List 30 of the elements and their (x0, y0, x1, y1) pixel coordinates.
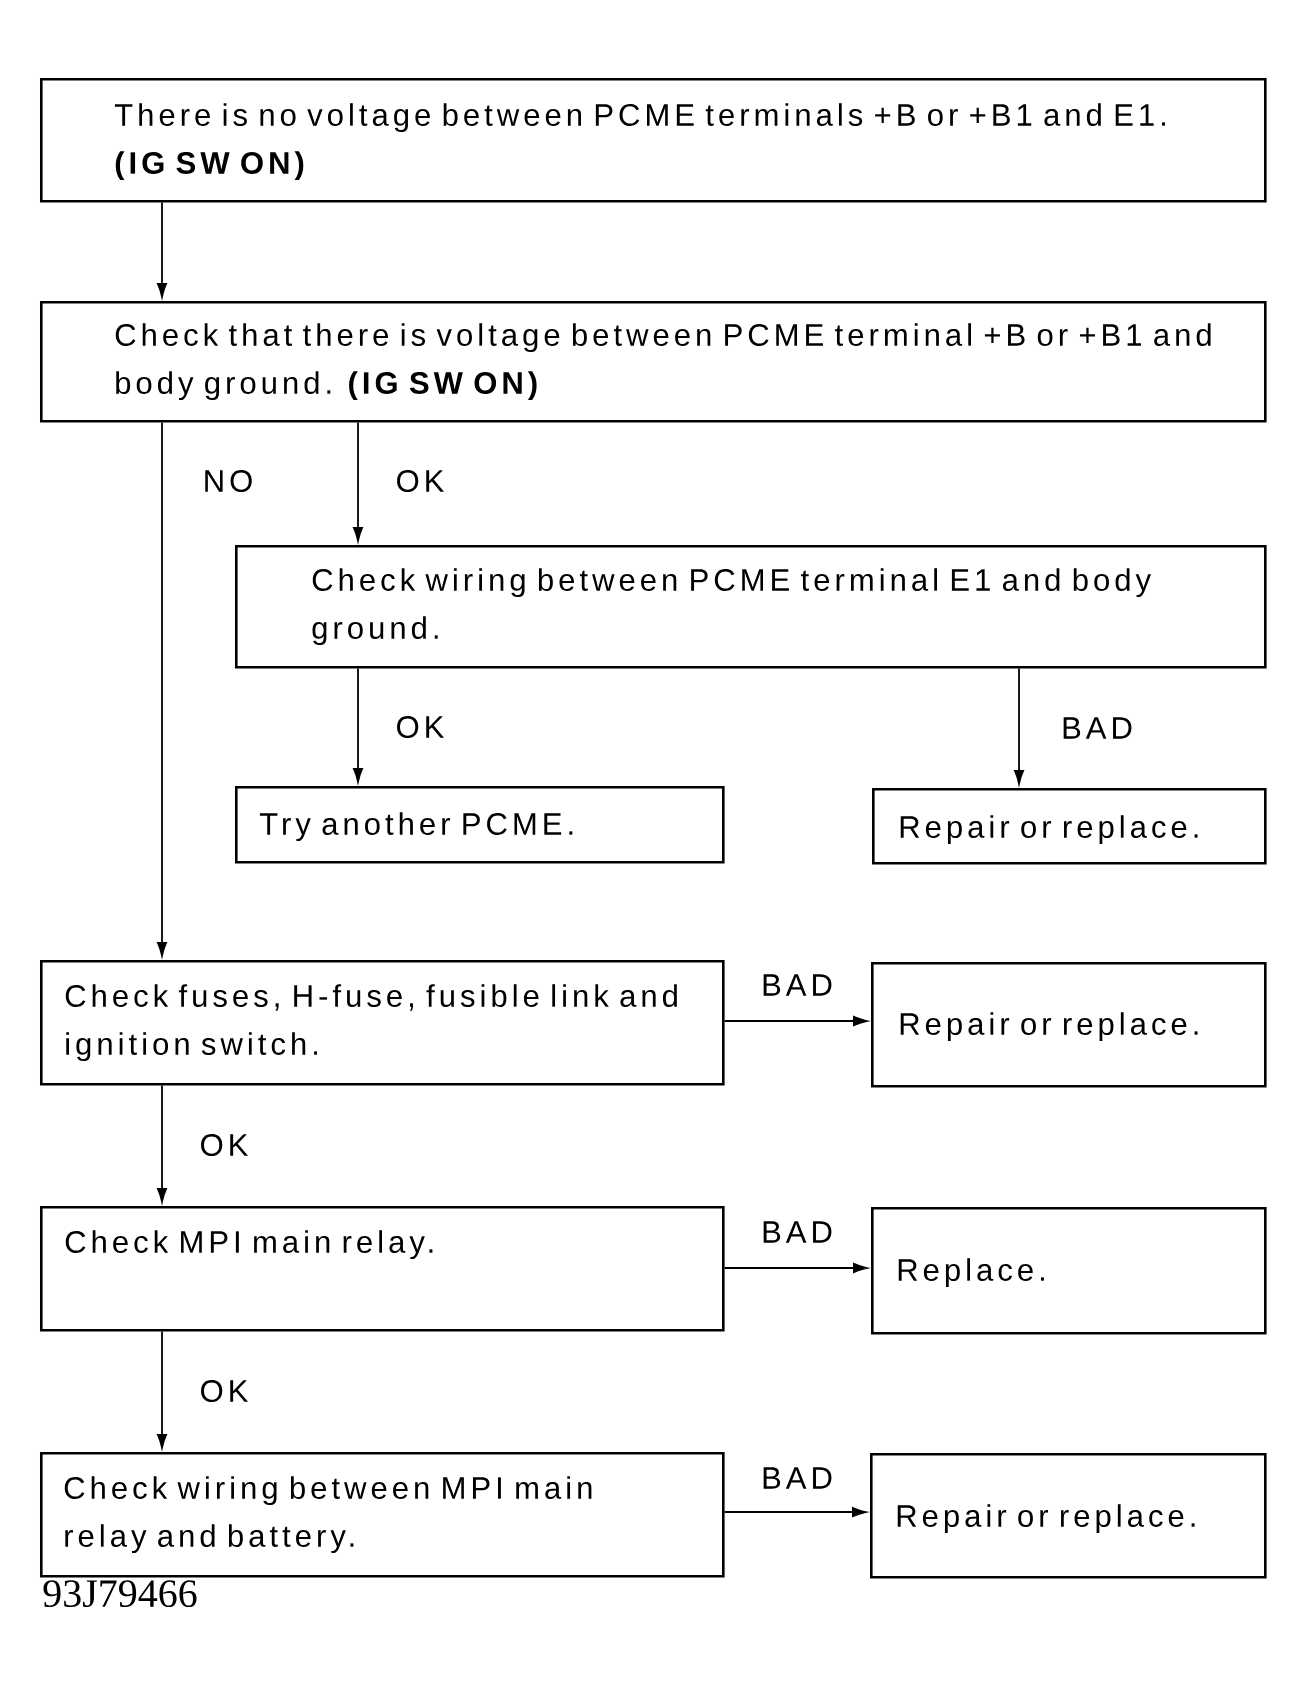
process-box: Check MPI main relay. (40, 1206, 725, 1332)
edge-label: NO (205, 470, 252, 492)
process-box: Check wiring between PCME terminal E1 and body ground. (235, 545, 1267, 669)
edge-label: OK (397, 716, 445, 738)
edge-label: BAD (763, 974, 832, 996)
arrow (723, 1016, 868, 1026)
edge-label: BAD (1063, 717, 1132, 739)
process-box: Try another PCME. (235, 786, 725, 864)
edge-label: OK (201, 1380, 249, 1402)
process-box: Check that there is voltage between PCME terminal +B or +B1 and body ground. (IG SW ON) (40, 301, 1267, 423)
process-box: There is no voltage between PCME terminals +B or +B1 and E1. (IG SW ON) (40, 78, 1267, 203)
arrow (157, 1330, 167, 1449)
edge-label: OK (201, 1134, 249, 1156)
edge-label: OK (397, 470, 445, 492)
arrow (353, 421, 363, 542)
process-box: Check fuses, H-fuse, fusible link and ignition switch. (40, 960, 725, 1086)
process-box: Replace. (871, 1207, 1267, 1335)
edge-label: BAD (763, 1221, 832, 1243)
arrow (353, 667, 363, 783)
process-box: Repair or replace. (871, 962, 1267, 1088)
arrow (1014, 667, 1024, 785)
arrow (723, 1507, 867, 1517)
arrow (723, 1263, 868, 1273)
arrow (157, 421, 167, 957)
process-box: Check wiring between MPI main relay and battery. (40, 1452, 725, 1578)
process-box: Repair or replace. (872, 788, 1267, 865)
edge-label: BAD (763, 1467, 832, 1489)
arrow (157, 201, 167, 298)
arrow (157, 1084, 167, 1203)
process-box: Repair or replace. (870, 1453, 1267, 1579)
